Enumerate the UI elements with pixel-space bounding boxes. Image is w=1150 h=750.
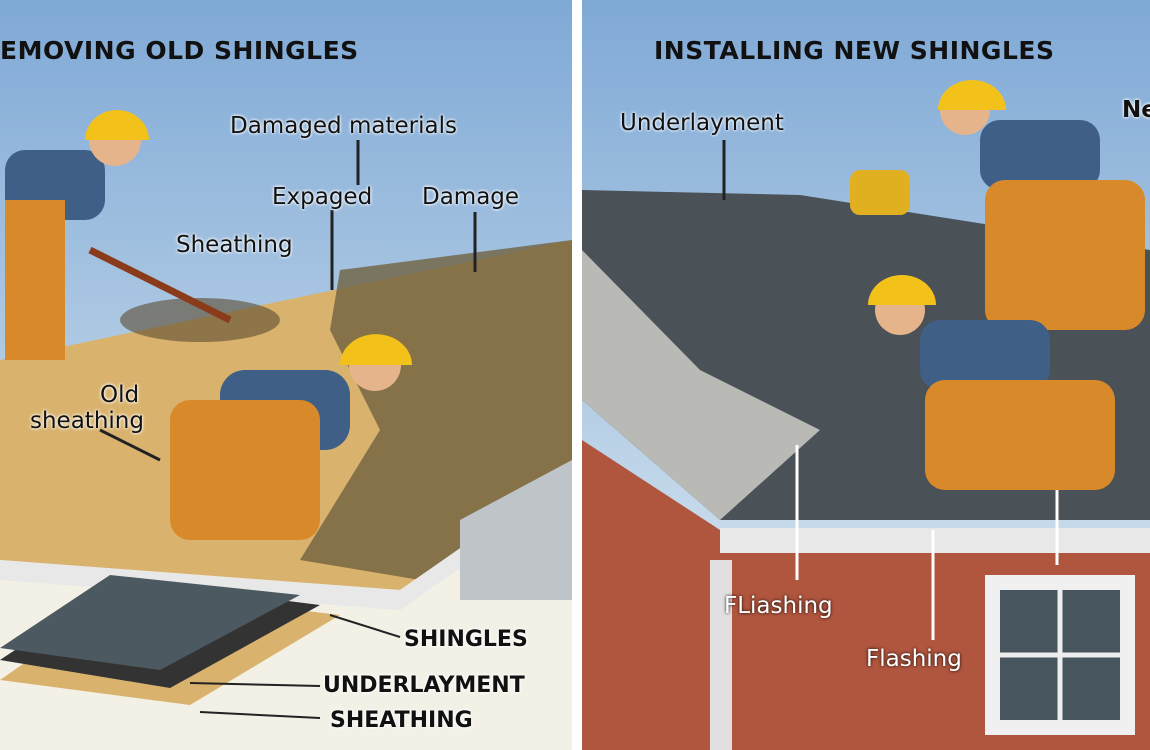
layer-cutaway <box>0 575 340 705</box>
layer-label-shingles: SHINGLES <box>404 627 528 652</box>
worker-top <box>850 80 1145 330</box>
left-panel-scene <box>0 0 572 750</box>
label-new-partial: Ne <box>1122 97 1150 123</box>
left-panel-title: EMOVING OLD SHINGLES <box>0 36 359 65</box>
old-shingles <box>300 240 572 580</box>
panel-divider <box>572 0 582 750</box>
label-old-sheathing-line2: sheathing <box>30 408 144 434</box>
label-sheathing: Sheathing <box>176 232 293 258</box>
label-expaged: Expaged <box>272 184 373 210</box>
label-flashing: Flashing <box>866 646 962 672</box>
worker-standing <box>5 110 232 360</box>
label-underlayment: Underlayment <box>620 110 784 136</box>
label-old-sheathing-line1: Old <box>100 382 140 408</box>
label-fliashing: FLiashing <box>724 593 833 619</box>
label-damaged-materials: Damaged materials <box>230 113 457 139</box>
layer-label-sheathing: SHEATHING <box>330 708 473 733</box>
worker-bottom <box>868 275 1115 490</box>
layer-label-underlayment: UNDERLAYMENT <box>323 673 525 698</box>
worker-kneeling <box>170 334 412 540</box>
right-panel-title: INSTALLING NEW SHINGLES <box>654 36 1055 65</box>
right-panel-scene <box>582 0 1150 750</box>
label-damage: Damage <box>422 184 520 210</box>
